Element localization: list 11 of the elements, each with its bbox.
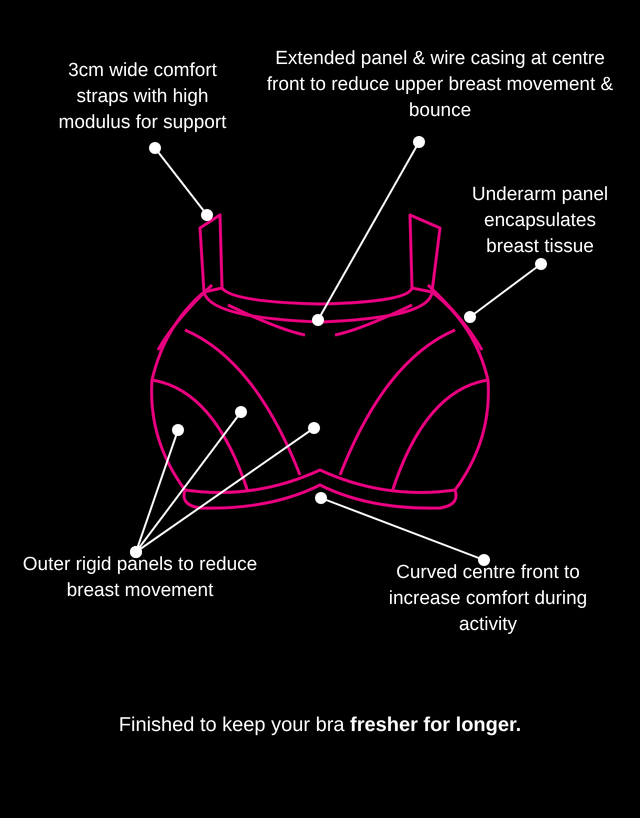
callout-text: 3cm wide comfort straps with high modulus for support — [58, 59, 228, 135]
leader-line — [312, 136, 425, 326]
leader-line — [149, 142, 213, 221]
leader-line — [130, 422, 320, 558]
leader-line — [464, 258, 547, 323]
callout-text: Outer rigid panels to reduce breast movement — [22, 553, 258, 603]
callout-text: Extended panel & wire casing at centre front to reduce upper breast movement & bounce — [266, 47, 614, 123]
callout-text: Underarm panel encapsulates breast tissue — [470, 183, 610, 259]
callout-text: Curved centre front to increase comfort during activity — [388, 561, 588, 637]
caption-text: Finished to keep your bra fresher for longer. — [118, 713, 522, 738]
leader-line — [315, 492, 490, 566]
